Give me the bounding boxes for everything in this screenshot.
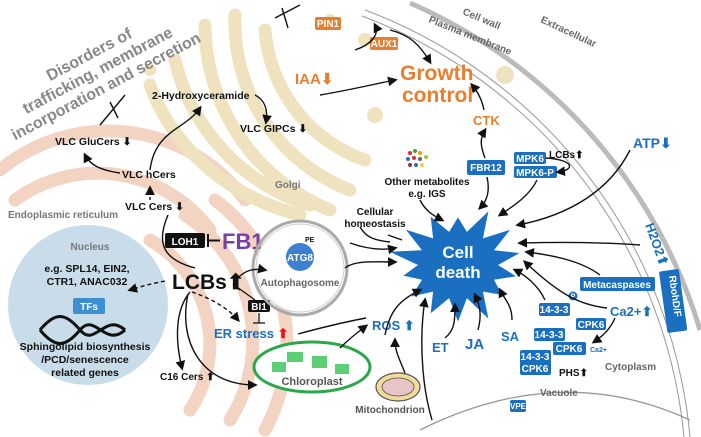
atp-label: ATP⬇ xyxy=(633,135,672,151)
mpk6-box xyxy=(514,152,546,164)
14-3-3-box-b xyxy=(534,328,565,341)
mpk6p-box xyxy=(514,166,557,178)
vlc-hcers-label: VLC hCers xyxy=(122,169,176,181)
cpk6-label-c: CPK6 xyxy=(522,364,549,375)
target-genes-2: /PCD/senescence xyxy=(41,354,129,366)
nucleus-genes-1: e.g. SPL14, EIN2, xyxy=(44,263,129,275)
vpe-label: VPE xyxy=(510,402,527,411)
metacaspases-label: Metacaspases xyxy=(583,280,651,291)
bi1-lcbs-inhibition xyxy=(232,283,256,301)
vpe-box xyxy=(510,400,526,412)
cell-death-1: Cell xyxy=(442,243,473,262)
mpk6-label: MPK6 xyxy=(516,154,544,165)
ca-small-label: Ca2+ xyxy=(590,347,607,354)
target-genes-1: Sphingolipid biosynthesis xyxy=(20,341,151,353)
ca-label: Ca2+⬆ xyxy=(610,304,652,319)
bi1-box xyxy=(248,300,270,312)
vlc-gipcs-label: VLC GIPCs ⬇ xyxy=(240,123,307,135)
14-3-3-label-a: 14-3-3 xyxy=(540,305,569,316)
atg8-shape xyxy=(286,243,314,271)
fbr12-label: FBR12 xyxy=(470,163,502,174)
vacuole-label: Vacuole xyxy=(540,388,578,399)
fbr12-box xyxy=(467,160,505,175)
bi1-inhibition xyxy=(253,313,265,324)
lcbs-label: LCBs⬆ xyxy=(172,271,244,294)
er-stress-label: ER stress ⬆ xyxy=(214,326,289,341)
metacaspases-box xyxy=(580,277,655,291)
mpk6p-label: MPK6-P xyxy=(516,168,554,179)
cpk6-box-a xyxy=(576,318,606,330)
14-3-3-label-c: 14-3-3 xyxy=(521,352,550,363)
phs-label: PHS⬆ xyxy=(559,368,588,379)
extracellular-label: Extracellular xyxy=(539,15,598,50)
cpk6-label-b: CPK6 xyxy=(556,344,583,355)
14-3-3-box-a xyxy=(539,303,570,316)
plasma-membrane xyxy=(364,9,691,437)
other-metabolites-1: Other metabolites xyxy=(384,177,469,188)
c16-cers-label: C16 Cers ⬆ xyxy=(160,372,215,383)
mpk6-phosphorylation-arrow xyxy=(545,157,571,177)
pin1-label: PIN1 xyxy=(317,19,340,30)
tfs-label: TFs xyxy=(80,302,98,313)
growth-control-2: control xyxy=(402,84,473,107)
loh1-inhibition xyxy=(207,234,220,247)
vlc-cers-label: VLC Cers ⬇ xyxy=(125,201,184,213)
cytoplasm-label: Cytoplasm xyxy=(605,362,656,373)
14-3-3-label-b: 14-3-3 xyxy=(535,330,564,341)
bi1-label: BI1 xyxy=(251,302,267,313)
cpk6-box-b xyxy=(553,342,586,355)
pathway-arrows xyxy=(83,4,641,421)
mpk-lcbs-label: LCBs⬆ xyxy=(549,150,584,161)
homeostasis-1: Cellular xyxy=(357,207,394,218)
vlc-glucers-label: VLC GluCers ⬇ xyxy=(55,136,131,148)
rbohdf-box xyxy=(659,269,688,333)
cpk6-label-a: CPK6 xyxy=(578,320,605,331)
mitochondrion-label: Mitochondrion xyxy=(355,405,424,416)
homeostasis-2: homeostasis xyxy=(344,219,406,230)
ros-label: ROS ⬆ xyxy=(372,318,415,333)
aux1-label: AUX1 xyxy=(371,39,398,50)
thylakoids xyxy=(272,352,349,374)
aux1-box xyxy=(370,37,398,50)
target-genes-3: related genes xyxy=(51,367,119,379)
ja-label: JA xyxy=(465,336,484,353)
chloroplast-label: Chloroplast xyxy=(281,376,342,388)
nucleus-label: Nucleus xyxy=(71,242,110,253)
autophagosome-label: Autophagosome xyxy=(261,278,340,289)
nucleus-genes-2: CTR1, ANAC032 xyxy=(47,276,128,288)
loh1-box xyxy=(165,233,205,248)
cell-death-2: death xyxy=(435,263,480,282)
pe-label: PE xyxy=(305,237,315,244)
loh1-label: LOH1 xyxy=(172,237,199,248)
complex-box-c xyxy=(520,350,551,375)
iaa-label: IAA⬇ xyxy=(295,71,333,88)
er-label: Endoplasmic reticulum xyxy=(8,210,118,221)
vacuole-membrane xyxy=(419,391,691,431)
growth-control-1: Growth xyxy=(400,62,474,85)
autophagosome-shape xyxy=(251,219,349,317)
golgi-label: Golgi xyxy=(275,180,301,191)
phospho-label: P xyxy=(571,294,576,301)
other-metabolites-2: e.g. IGS xyxy=(408,189,446,200)
et-label: ET xyxy=(432,340,449,355)
metabolites-dots-icon xyxy=(406,149,428,167)
atg8-label: ATG8 xyxy=(287,253,313,264)
dna-icon xyxy=(38,315,127,345)
ctk-label: CTK xyxy=(473,113,500,128)
hydroxyceramide-label: 2-Hydroxyceramide xyxy=(152,90,250,102)
phospho-badge xyxy=(568,291,578,301)
tfs-box xyxy=(73,298,105,314)
pin1-box xyxy=(315,17,341,30)
sa-label: SA xyxy=(501,329,520,344)
